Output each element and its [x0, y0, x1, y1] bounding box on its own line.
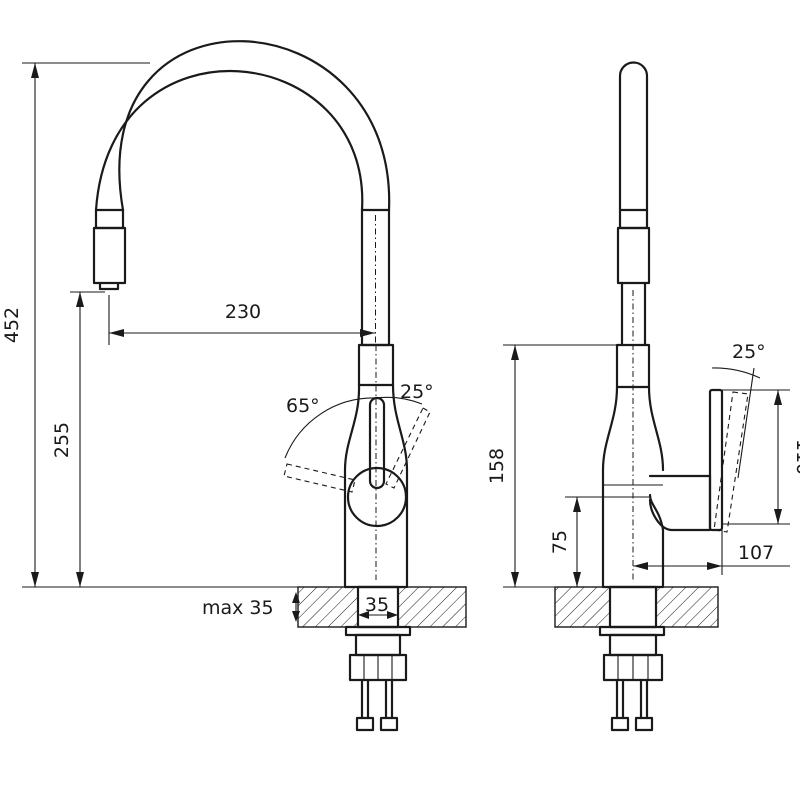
dim-total-height: 452	[1, 62, 298, 588]
side-countertop	[554, 586, 719, 628]
front-mounting	[344, 585, 412, 732]
label-spout-height: 255	[51, 422, 73, 458]
label-lever-axis-height: 75	[549, 530, 571, 554]
side-view: 158 75 110 107 25°	[486, 61, 800, 732]
dim-lever-depth: 107	[633, 530, 790, 575]
front-countertop	[297, 586, 467, 628]
label-lever-forward-angle: 65°	[286, 395, 320, 417]
label-lever-depth: 107	[738, 542, 774, 564]
front-spout	[92, 40, 391, 347]
label-max-counter-thickness: max 35	[202, 597, 274, 619]
label-side-lever-angle: 25°	[732, 341, 766, 363]
side-spout	[616, 61, 651, 580]
dim-base-diameter: 35	[358, 594, 398, 619]
dim-spout-height: 255	[51, 291, 105, 587]
front-view: 452 255 230 65° 25° max 35	[1, 40, 467, 732]
dim-lever-height: 110	[722, 389, 800, 525]
label-total-height: 452	[1, 307, 23, 343]
dim-lever-axis-height: 75	[549, 496, 650, 587]
side-body	[601, 343, 761, 589]
label-lever-height: 110	[792, 439, 800, 475]
dim-side-body-height: 158	[486, 344, 617, 588]
label-side-body-height: 158	[486, 448, 508, 484]
dim-counter-thickness: max 35	[202, 592, 300, 622]
dim-spout-reach: 230	[108, 295, 375, 345]
label-base-diameter: 35	[365, 594, 389, 616]
label-spout-reach: 230	[225, 301, 261, 323]
side-mounting	[598, 585, 666, 732]
front-body	[283, 343, 431, 589]
label-lever-back-angle: 25°	[400, 381, 434, 403]
